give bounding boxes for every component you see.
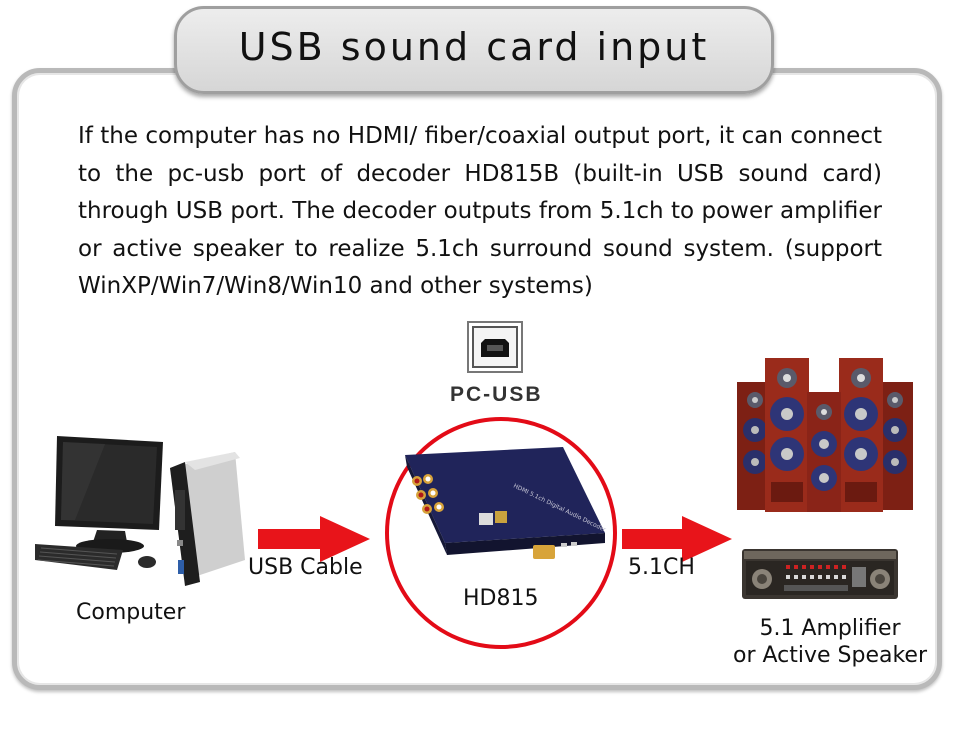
computer-label: Computer (76, 600, 186, 625)
cable-label: USB Cable (248, 555, 363, 580)
amplifier-label-line2: or Active Speaker (732, 643, 928, 668)
decoder-label: HD815 (463, 586, 539, 611)
port-label: PC-USB (450, 383, 543, 406)
amplifier-label-line1: 5.1 Amplifier (759, 616, 901, 641)
decoder-device-image: HDMI 5.1ch Digital Audio Decoder (385, 417, 617, 649)
arrow-right-icon (258, 516, 370, 562)
amplifier-illustration (742, 549, 898, 599)
title-tab: USB sound card input (174, 6, 774, 94)
output-label: 5.1CH (628, 555, 695, 580)
arrow-right-icon (622, 516, 732, 562)
usb-b-port-icon (467, 321, 523, 373)
description-text: If the computer has no HDMI/ fiber/coaxi… (78, 123, 882, 299)
computer-illustration (35, 436, 245, 586)
page-title: USB sound card input (238, 25, 710, 69)
speakers-illustration (737, 358, 913, 512)
